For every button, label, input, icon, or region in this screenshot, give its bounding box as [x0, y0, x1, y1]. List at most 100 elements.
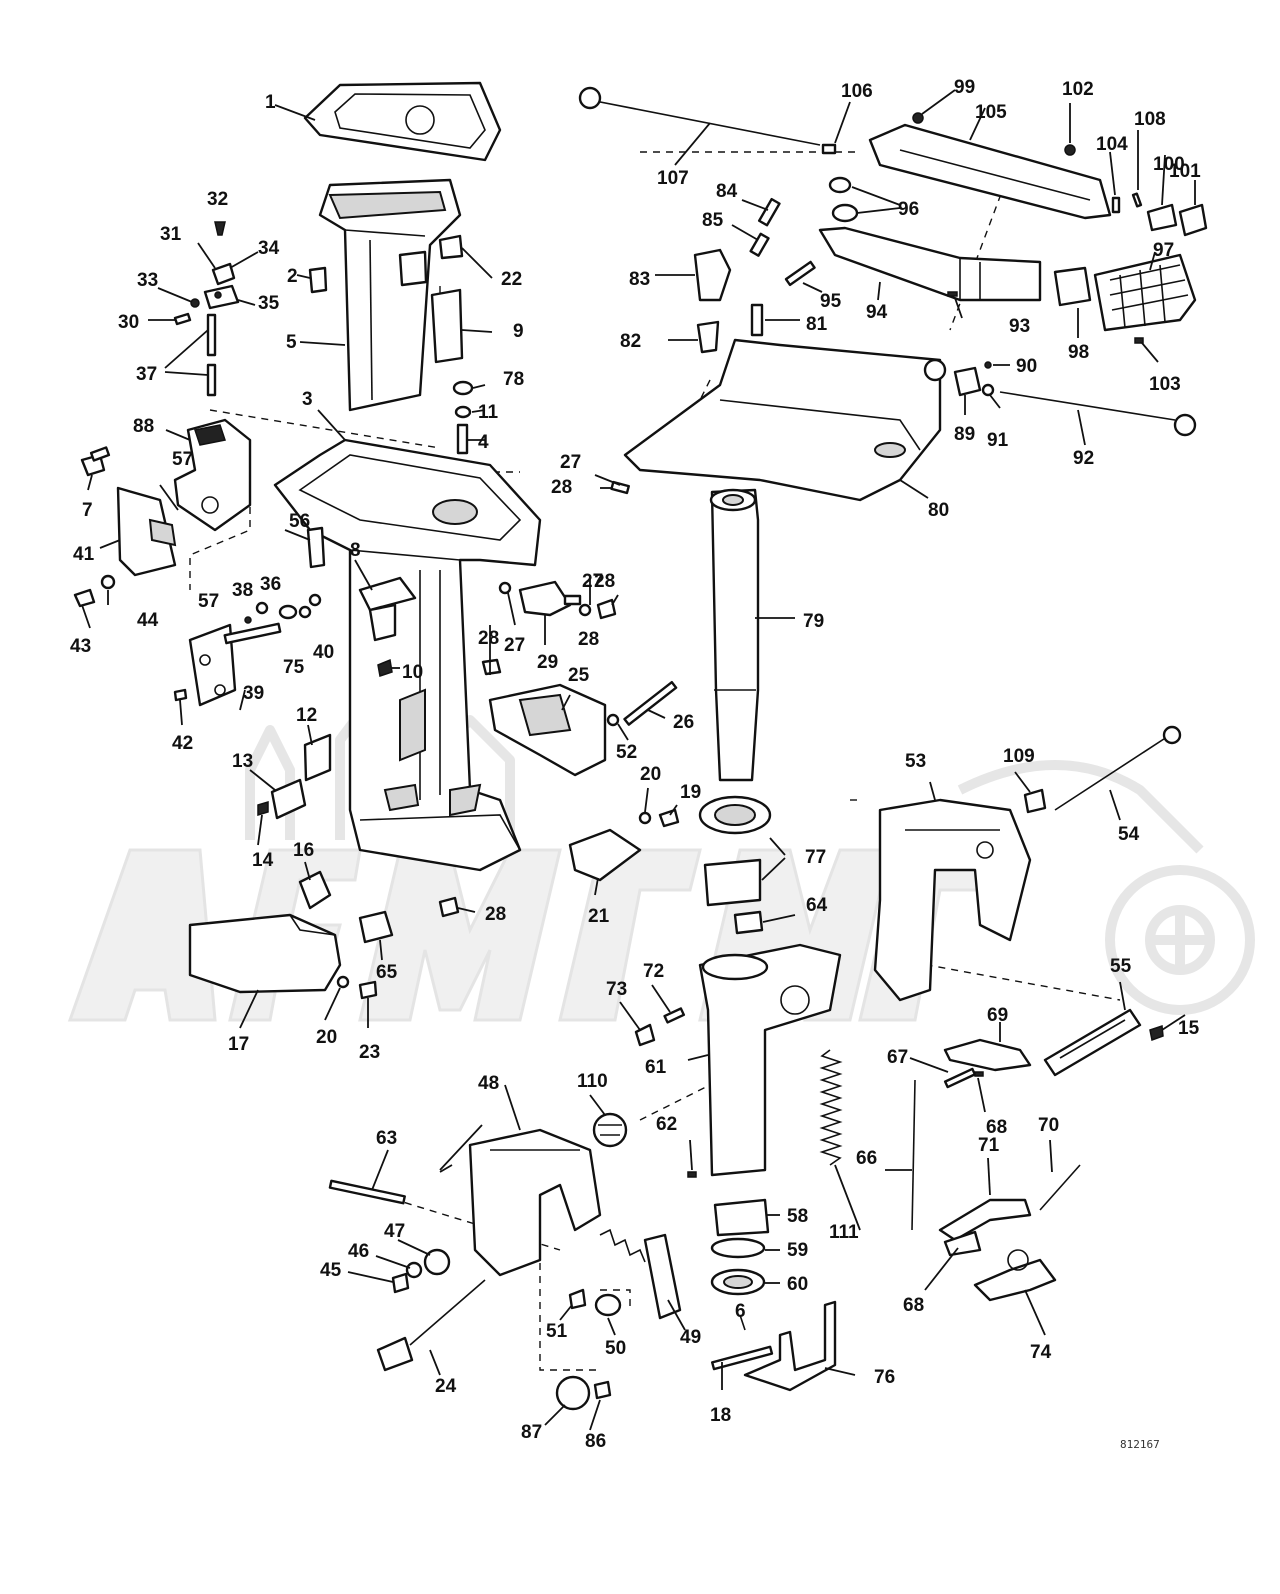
callout-93: 93 — [1009, 316, 1030, 337]
callout-100: 100 — [1153, 154, 1185, 175]
callout-58: 58 — [787, 1206, 808, 1227]
callout-52: 52 — [616, 742, 637, 763]
exhaust-housing-3 — [273, 438, 542, 872]
callout-38: 38 — [232, 580, 253, 601]
callout-24: 24 — [435, 1376, 457, 1397]
callout-32: 32 — [207, 189, 228, 210]
callout-90: 90 — [1016, 356, 1037, 377]
callout-8: 8 — [350, 540, 361, 561]
callout-99: 99 — [954, 77, 975, 98]
callout-30: 30 — [118, 312, 139, 333]
callout-16: 16 — [293, 840, 314, 861]
callout-11: 11 — [478, 402, 499, 423]
callout-110: 110 — [577, 1071, 608, 1092]
callout-78: 78 — [503, 369, 524, 390]
callout-15: 15 — [1178, 1018, 1200, 1039]
callout-2: 2 — [287, 266, 298, 287]
callout-labels: 1234567891011121314151617181920202122232… — [70, 77, 1201, 1452]
callout-101: 101 — [1169, 161, 1201, 182]
callout-107: 107 — [657, 168, 689, 189]
callout-105: 105 — [975, 102, 1007, 123]
callout-68: 68 — [986, 1117, 1007, 1138]
callout-91: 91 — [987, 430, 1009, 451]
callout-103: 103 — [1149, 374, 1181, 395]
callout-35: 35 — [258, 293, 280, 314]
callout-18: 18 — [710, 1405, 731, 1426]
callout-76: 76 — [874, 1367, 895, 1388]
callout-54: 54 — [1118, 824, 1140, 845]
callout-26: 26 — [673, 712, 694, 733]
callout-20: 20 — [640, 764, 661, 785]
callout-83: 83 — [629, 269, 650, 290]
callout-13: 13 — [232, 751, 253, 772]
callout-86: 86 — [585, 1431, 606, 1452]
callout-28: 28 — [578, 629, 599, 650]
callout-81: 81 — [806, 314, 828, 335]
callout-34: 34 — [258, 238, 280, 259]
callout-89: 89 — [954, 424, 975, 445]
callout-98: 98 — [1068, 342, 1089, 363]
callout-3: 3 — [302, 389, 313, 410]
callout-31: 31 — [160, 224, 182, 245]
callout-12: 12 — [296, 705, 317, 726]
callout-104: 104 — [1096, 134, 1128, 155]
callout-41: 41 — [73, 544, 95, 565]
gasket-1 — [303, 81, 502, 162]
callout-80: 80 — [928, 500, 949, 521]
callout-75: 75 — [283, 657, 305, 678]
callout-57: 57 — [172, 449, 193, 470]
callout-40: 40 — [313, 642, 334, 663]
callout-44: 44 — [137, 610, 159, 631]
callout-50: 50 — [605, 1338, 626, 1359]
swivel-bracket — [592, 795, 843, 1392]
callout-63: 63 — [376, 1128, 397, 1149]
callout-73: 73 — [606, 979, 627, 1000]
callout-92: 92 — [1073, 448, 1094, 469]
callout-7: 7 — [82, 500, 93, 521]
callout-53: 53 — [905, 751, 926, 772]
callout-70: 70 — [1038, 1115, 1059, 1136]
callout-59: 59 — [787, 1240, 808, 1261]
callout-57: 57 — [198, 591, 219, 612]
callout-1: 1 — [265, 92, 276, 113]
callout-27: 27 — [582, 571, 603, 592]
callout-72: 72 — [643, 961, 664, 982]
callout-6: 6 — [735, 1301, 746, 1322]
callout-88: 88 — [133, 416, 154, 437]
callout-27: 27 — [560, 452, 581, 473]
callout-74: 74 — [1030, 1342, 1052, 1363]
callout-82: 82 — [620, 331, 641, 352]
callout-37: 37 — [136, 364, 157, 385]
callout-19: 19 — [680, 782, 701, 803]
callout-55: 55 — [1110, 956, 1132, 977]
callout-109: 109 — [1003, 746, 1035, 767]
callout-23: 23 — [359, 1042, 380, 1063]
callout-106: 106 — [841, 81, 873, 102]
callout-96: 96 — [898, 199, 919, 220]
callout-48: 48 — [478, 1073, 499, 1094]
callout-102: 102 — [1062, 79, 1094, 100]
callout-28: 28 — [594, 571, 615, 592]
callout-39: 39 — [243, 683, 264, 704]
callout-60: 60 — [787, 1274, 808, 1295]
callout-49: 49 — [680, 1327, 701, 1348]
callout-33: 33 — [137, 270, 158, 291]
leader-lines — [81, 89, 1196, 1431]
callout-20: 20 — [316, 1027, 337, 1048]
callout-25: 25 — [568, 665, 590, 686]
callout-21: 21 — [588, 906, 610, 927]
callout-28: 28 — [551, 477, 572, 498]
callout-94: 94 — [866, 302, 888, 323]
callout-47: 47 — [384, 1221, 405, 1242]
callout-85: 85 — [702, 210, 724, 231]
callout-111: 111 — [829, 1222, 859, 1243]
callout-87: 87 — [521, 1422, 542, 1443]
callout-17: 17 — [228, 1034, 249, 1055]
callout-46: 46 — [348, 1241, 369, 1262]
exhaust-tube-5 — [318, 178, 462, 412]
callout-45: 45 — [320, 1260, 342, 1281]
callout-5: 5 — [286, 332, 297, 353]
callout-95: 95 — [820, 291, 842, 312]
callout-9: 9 — [513, 321, 524, 342]
